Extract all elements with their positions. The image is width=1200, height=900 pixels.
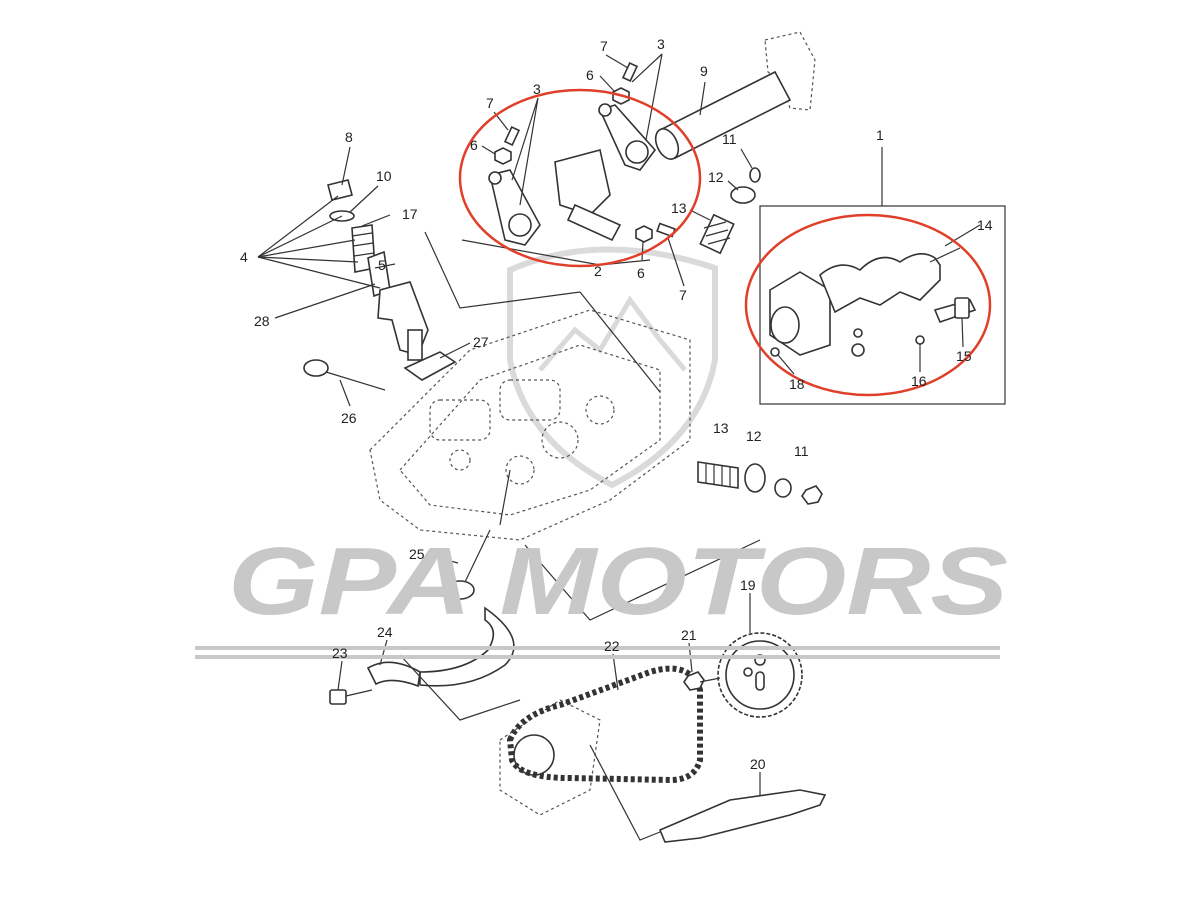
camshaft: [769, 247, 961, 357]
callout-7-top: 7: [600, 38, 608, 54]
callout-5: 5: [378, 257, 386, 273]
callout-7-right: 7: [679, 287, 687, 303]
timing-chain: [506, 665, 703, 784]
callout-3-top: 3: [657, 36, 665, 52]
callout-28: 28: [254, 313, 270, 329]
callout-7-left: 7: [486, 95, 494, 111]
tensioner-arm-guide: [366, 606, 515, 688]
callout-18: 18: [789, 376, 805, 392]
cam-sprocket: [717, 632, 803, 718]
callout-14: 14: [977, 217, 993, 233]
callout-6-left: 6: [470, 137, 478, 153]
crankshaft-cover: [499, 699, 601, 816]
cylinder-head-block: [369, 309, 691, 541]
callout-12-lower: 12: [746, 428, 762, 444]
sprocket-bolt: [683, 671, 721, 691]
callout-11-upper: 11: [722, 131, 737, 147]
callout-19: 19: [740, 577, 756, 593]
callout-13-lower: 13: [713, 420, 729, 436]
watermark-text: GPA MOTORS: [228, 528, 1008, 635]
bolt-23: [329, 689, 373, 705]
callout-15: 15: [956, 348, 972, 364]
adjuster-nuts: [494, 61, 676, 243]
upper-valve-spring-group: [699, 167, 761, 255]
callout-4: 4: [240, 249, 248, 265]
callout-12-upper: 12: [708, 169, 724, 185]
valve-lower: [445, 529, 491, 600]
callout-3-left: 3: [533, 81, 541, 97]
callout-10: 10: [376, 168, 392, 184]
lower-valve-spring-group: [697, 461, 823, 505]
tensioner-gasket: [403, 351, 457, 381]
callout-8: 8: [345, 129, 353, 145]
highlight-camshaft: [744, 213, 992, 397]
watermark-stripe-2: [195, 655, 1000, 659]
watermark-stripe-1: [195, 646, 1000, 650]
callout-11-lower: 11: [794, 443, 809, 459]
callout-22: 22: [604, 638, 620, 654]
callout-6-bottom: 6: [637, 265, 645, 281]
rocker-shaft: [654, 70, 792, 160]
callout-13-upper: 13: [671, 200, 687, 216]
watermark: GPA MOTORS: [195, 528, 1008, 659]
valve-upper: [303, 359, 386, 391]
callout-9: 9: [700, 63, 708, 79]
watermark-shield: [507, 246, 718, 489]
rocker-arm-left: [488, 169, 541, 246]
callout-1: 1: [876, 127, 884, 143]
callout-24: 24: [377, 624, 393, 640]
callout-21: 21: [681, 627, 697, 643]
callout-27: 27: [473, 334, 489, 350]
callout-23: 23: [332, 645, 348, 661]
callout-labels: 1 2 3 3 4 5 6 6 6 7 7 7 8 9 10 11 11 12 …: [240, 36, 993, 772]
callout-2: 2: [594, 263, 602, 279]
highlight-rocker-arms: [458, 88, 702, 268]
callout-16: 16: [911, 373, 927, 389]
rocker-arm-right: [598, 103, 657, 171]
end-cover-outline: [764, 31, 816, 111]
callout-25: 25: [409, 546, 425, 562]
rocker-arm-center: [554, 149, 622, 242]
callout-20: 20: [750, 756, 766, 772]
callout-26: 26: [341, 410, 357, 426]
leader-lines: [257, 53, 981, 841]
callout-17: 17: [402, 206, 418, 222]
chain-guide-20: [658, 789, 827, 843]
callout-6-top: 6: [586, 67, 594, 83]
